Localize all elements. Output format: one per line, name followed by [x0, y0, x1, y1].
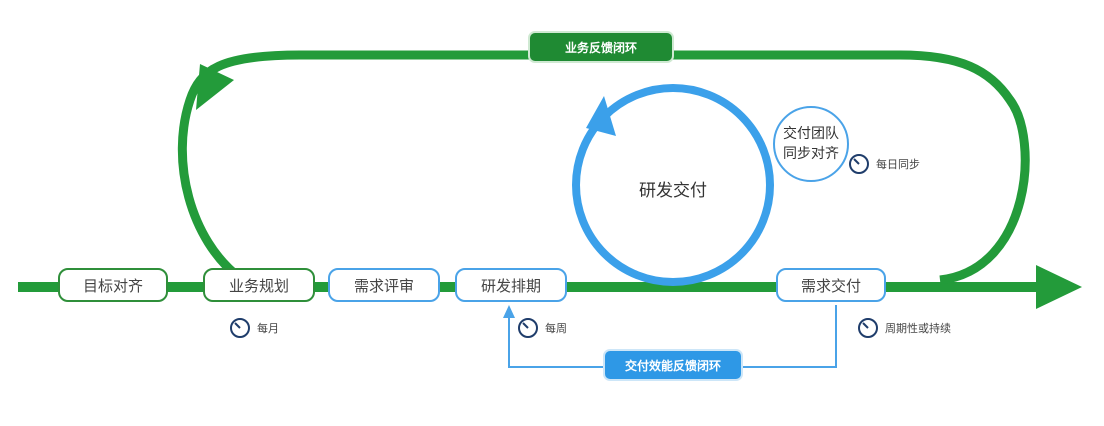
stopwatch-icon	[230, 318, 250, 338]
cadence-periodic: 周期性或持续	[857, 317, 951, 339]
stage-req-delivery[interactable]: 需求交付	[776, 268, 886, 302]
stage-goal-align[interactable]: 目标对齐	[58, 268, 168, 302]
stopwatch-icon	[849, 154, 869, 174]
cadence-daily-label: 每日同步	[876, 158, 920, 171]
cadence-periodic-label: 周期性或持续	[885, 322, 951, 335]
cadence-monthly-label: 每月	[257, 322, 279, 335]
team-sync-line2: 同步对齐	[783, 146, 839, 162]
delivery-feedback-loop-tag: 交付效能反馈闭环	[603, 349, 743, 381]
main-flow-arrowhead	[1036, 265, 1082, 309]
cadence-monthly: 每月	[229, 317, 279, 339]
stopwatch-icon	[518, 318, 538, 338]
cadence-weekly-label: 每周	[545, 322, 567, 335]
business-feedback-loop-tag: 业务反馈闭环	[528, 31, 674, 63]
delivery-feedback-arrowhead	[503, 305, 515, 318]
stage-biz-plan[interactable]: 业务规划	[203, 268, 315, 302]
stopwatch-icon	[858, 318, 878, 338]
dev-delivery-loop	[572, 84, 774, 286]
stage-dev-schedule[interactable]: 研发排期	[455, 268, 567, 302]
cadence-daily: 每日同步	[848, 153, 920, 175]
cadence-weekly: 每周	[517, 317, 567, 339]
dev-delivery-label: 研发交付	[639, 181, 707, 201]
stage-req-review[interactable]: 需求评审	[328, 268, 440, 302]
business-feedback-loop	[177, 50, 1030, 285]
team-sync-line1: 交付团队	[783, 126, 839, 142]
team-sync-bubble: 交付团队 同步对齐	[773, 106, 849, 182]
dev-loop-arrowhead	[586, 96, 616, 136]
business-loop-arrowhead	[196, 64, 234, 110]
